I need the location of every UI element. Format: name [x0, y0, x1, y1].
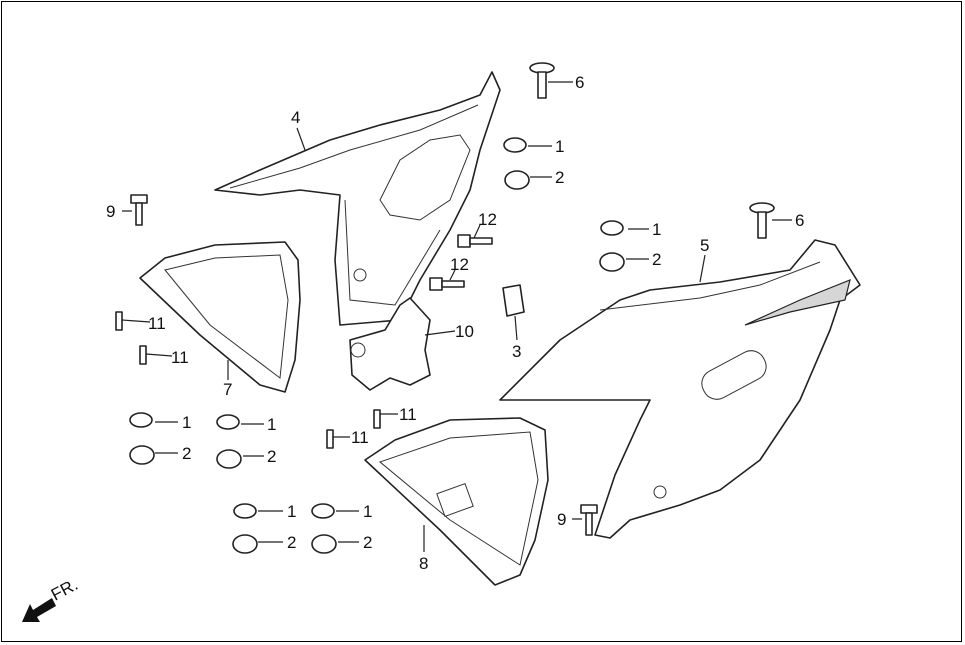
callout-4: 4 — [291, 108, 300, 127]
callout-11: 11 — [351, 428, 369, 447]
callout-1: 1 — [555, 137, 564, 156]
callout-11: 11 — [148, 314, 166, 333]
part-9-bolt-a — [130, 194, 148, 226]
callout-1: 1 — [267, 415, 276, 434]
part-10-bracket — [349, 297, 431, 391]
part-11-screws — [115, 311, 381, 449]
callout-1: 1 — [182, 413, 191, 432]
callout-2: 2 — [267, 447, 276, 466]
callout-6: 6 — [575, 73, 584, 92]
part-9-bolt-b — [580, 504, 598, 536]
part-3-clip — [502, 284, 525, 317]
callout-1: 1 — [652, 220, 661, 239]
part-7-inner-panel — [139, 241, 301, 393]
callout-6: 6 — [795, 211, 804, 230]
part-6-screw-b — [749, 202, 775, 239]
fasteners — [115, 62, 775, 554]
callout-2: 2 — [287, 533, 296, 552]
part-12-bolt-a — [457, 234, 493, 248]
part-8-lower-cover — [364, 417, 549, 586]
part-12-bolt-b — [429, 277, 465, 291]
part-6-screw-a — [529, 62, 555, 99]
callout-7: 7 — [223, 380, 232, 399]
part-4-side-cover — [214, 71, 501, 326]
leader-lines — [121, 81, 792, 552]
callout-10: 10 — [455, 322, 474, 341]
callout-3: 3 — [512, 342, 521, 361]
callout-12: 12 — [478, 210, 497, 229]
callout-5: 5 — [700, 236, 709, 255]
front-direction-indicator: FR. — [22, 575, 81, 622]
part-2-grommets — [129, 170, 625, 554]
callout-2: 2 — [555, 168, 564, 187]
callout-2: 2 — [363, 533, 372, 552]
part-5-side-cover — [499, 239, 861, 539]
callout-11: 11 — [399, 405, 417, 424]
callout-2: 2 — [182, 444, 191, 463]
callout-2: 2 — [652, 250, 661, 269]
callouts: 6 1 2 4 9 12 12 1 6 2 5 11 11 10 3 7 11 … — [106, 73, 804, 573]
callout-9: 9 — [106, 202, 115, 221]
callout-12: 12 — [450, 255, 469, 274]
callout-9: 9 — [557, 510, 566, 529]
callout-11: 11 — [171, 348, 189, 367]
callout-1: 1 — [363, 502, 372, 521]
callout-8: 8 — [419, 554, 428, 573]
part-1-collars — [129, 137, 624, 519]
callout-1: 1 — [287, 502, 296, 521]
front-arrow-icon — [22, 598, 56, 622]
